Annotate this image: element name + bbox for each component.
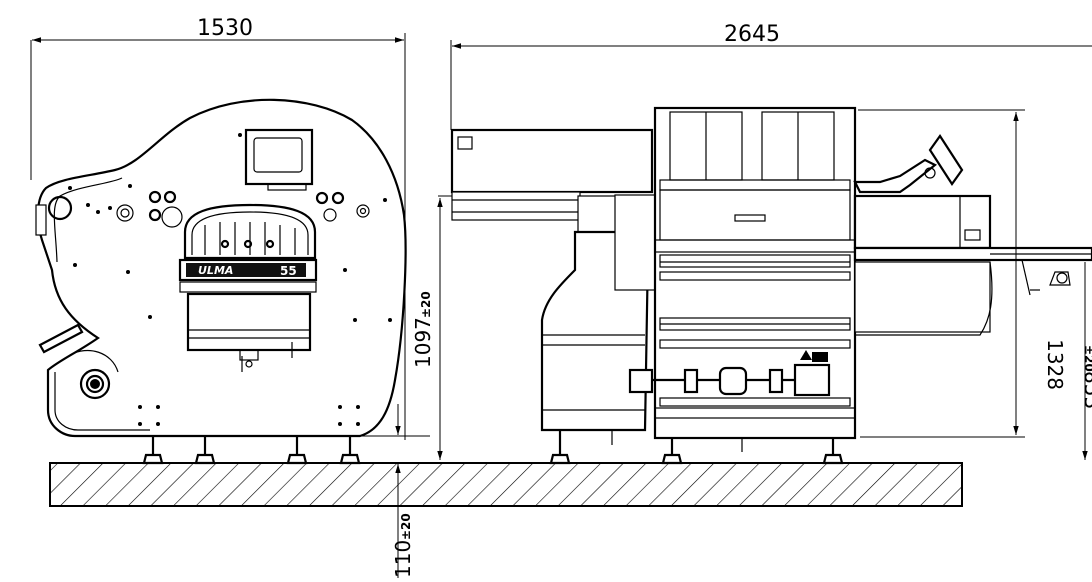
width-dimension: 1530 bbox=[30, 16, 406, 440]
length-dimension-label: 2645 bbox=[724, 22, 780, 47]
side-feet bbox=[549, 430, 844, 465]
front-view-machine: ULMA 55 bbox=[35, 98, 407, 465]
overall-height-value: 1328 bbox=[1043, 339, 1067, 390]
overall-height-dimension: 1328 bbox=[858, 109, 1067, 438]
side-view-machine bbox=[450, 106, 1092, 465]
height-tolerance: ±20 bbox=[419, 291, 433, 318]
model-label: 55 bbox=[280, 264, 297, 278]
front-feet bbox=[142, 436, 361, 465]
clearance-tolerance: ±20 bbox=[399, 513, 413, 540]
outfeed-height-dimension: ±20 853 bbox=[1080, 262, 1092, 460]
clearance-dimension: 110 ±20 bbox=[355, 404, 430, 578]
outfeed-value: 853 bbox=[1080, 371, 1092, 409]
clearance-value: 110 bbox=[391, 540, 415, 578]
outfeed-tolerance: ±20 bbox=[1082, 345, 1092, 372]
width-dimension-label: 1530 bbox=[197, 16, 253, 41]
height-value: 1097 bbox=[411, 317, 435, 368]
floor-slab bbox=[49, 462, 963, 507]
length-dimension: 2645 bbox=[450, 22, 1092, 130]
height-dimension: 1097 ±20 bbox=[411, 195, 462, 460]
brand-label: ULMA bbox=[198, 264, 233, 277]
